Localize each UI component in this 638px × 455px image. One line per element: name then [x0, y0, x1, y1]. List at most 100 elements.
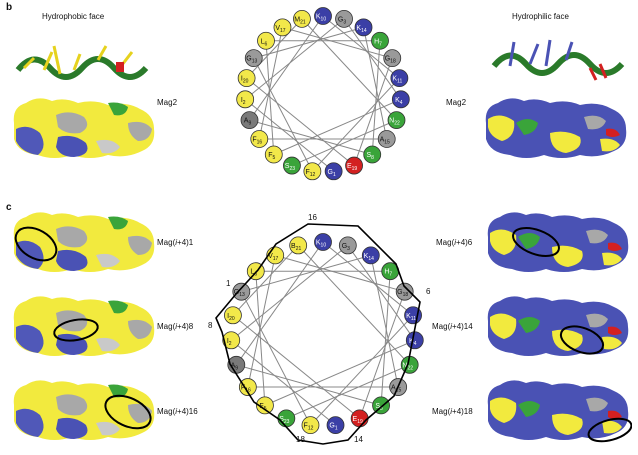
wheel-connector — [286, 364, 410, 419]
staple-label-18: 18 — [296, 435, 305, 444]
hydrophilic-face-title: Hydrophilic face — [512, 12, 569, 21]
wheel-residue-G13: G13 — [244, 49, 263, 68]
variant-label-right-3: Mag(i+4)18 — [432, 407, 473, 416]
wheel-residue-G1: G1 — [324, 162, 343, 181]
surface-variant-right-3 — [487, 380, 632, 443]
wheel-connector — [236, 364, 382, 406]
wheel-residue-E19: E19 — [345, 156, 363, 175]
wheel-connector — [282, 26, 393, 59]
wheel-residue-F12: F12 — [303, 162, 322, 181]
wheel-connector — [246, 77, 355, 166]
svg-text:A9: A9 — [244, 118, 252, 127]
svg-text:G3: G3 — [338, 16, 346, 25]
wheel-residue-G3: G3 — [338, 236, 357, 255]
wheel-connector — [253, 26, 364, 59]
svg-text:V17: V17 — [275, 25, 285, 34]
variant-label-right-2: Mag(i+4)14 — [432, 322, 473, 331]
staple-label-1: 1 — [226, 279, 231, 288]
surface-variant-left-1 — [13, 212, 155, 272]
wheel-residue-V17: V17 — [273, 18, 292, 37]
wheel-residue-I20: I20 — [237, 69, 256, 88]
svg-text:G13: G13 — [234, 289, 245, 298]
variant-label-right-1: Mag(i+4)6 — [436, 238, 473, 247]
wheel-residue-E19: E19 — [350, 409, 369, 428]
svg-text:B21: B21 — [291, 243, 301, 252]
wheel-connector — [249, 15, 324, 121]
wheel-connector — [343, 18, 402, 100]
svg-text:F5: F5 — [268, 152, 275, 161]
svg-text:S23: S23 — [279, 416, 289, 425]
staple-label-8: 8 — [208, 321, 213, 330]
wheel-residue-I20: I20 — [224, 306, 242, 325]
helix-stick-left — [15, 45, 149, 80]
panel-b-label: b — [6, 2, 13, 13]
wheel-residue-F12: F12 — [301, 416, 320, 435]
svg-text:G3: G3 — [342, 243, 350, 252]
wheel-connector — [370, 255, 399, 388]
wheel-connector — [232, 245, 299, 316]
svg-text:L6: L6 — [261, 38, 268, 47]
wheel-connector — [301, 18, 397, 121]
wheel-residue-S8: S8 — [363, 145, 382, 164]
wheel-residue-K14: K14 — [354, 18, 373, 37]
svg-text:F12: F12 — [304, 423, 314, 432]
wheel-connector — [363, 27, 388, 140]
svg-text:I20: I20 — [241, 76, 249, 85]
wheel-residue-N22: N22 — [387, 111, 406, 130]
svg-text:S8: S8 — [366, 152, 374, 161]
svg-text:S23: S23 — [285, 163, 295, 172]
wheel-residue-G18: G18 — [395, 282, 414, 301]
wheel-connector — [235, 241, 324, 366]
svg-text:F12: F12 — [305, 169, 315, 178]
svg-text:I20: I20 — [227, 313, 235, 322]
wheel-connector — [246, 18, 303, 79]
mag2-label-right: Mag2 — [446, 98, 467, 107]
wheel-residue-A9: A9 — [240, 111, 259, 130]
wheel-residue-G18: G18 — [383, 49, 402, 68]
wheel-residue-V17: V17 — [266, 246, 285, 265]
svg-text:E19: E19 — [353, 416, 363, 425]
svg-text:V17: V17 — [268, 253, 278, 262]
variant-label-left-2: Mag(i+4)8 — [157, 322, 194, 331]
wheel-residue-G13: G13 — [232, 282, 251, 301]
svg-text:I2: I2 — [227, 338, 232, 347]
wheel-residue-K11: K11 — [390, 69, 409, 88]
svg-text:L6: L6 — [250, 269, 257, 278]
variant-label-left-1: Mag(i+4)1 — [157, 238, 194, 247]
wheel-residue-L6: L6 — [257, 31, 275, 50]
wheel-residue-A15: A15 — [377, 130, 396, 148]
svg-text:H7: H7 — [384, 269, 392, 278]
wheel-residue-S8: S8 — [372, 396, 390, 415]
wheel-residue-S23: S23 — [277, 409, 296, 428]
svg-text:G1: G1 — [328, 169, 336, 178]
svg-text:A9: A9 — [231, 362, 239, 371]
wheel-connector — [275, 254, 405, 293]
panel-c-label: c — [6, 202, 12, 213]
wheel-residue-K10: K10 — [314, 233, 332, 251]
wheel-residue-K4: K4 — [405, 331, 424, 350]
wheel-connector — [258, 27, 283, 140]
wheel-connector — [264, 339, 415, 406]
wheel-connector — [353, 57, 393, 166]
hydrophobic-face-title: Hydrophobic face — [42, 12, 105, 21]
surface-variant-left-3 — [13, 380, 155, 440]
svg-text:S8: S8 — [375, 403, 383, 412]
surface-mag2-left — [8, 92, 158, 164]
wheel-residue-K4: K4 — [391, 90, 410, 109]
wheel-residue-I2: I2 — [222, 331, 241, 350]
surface-mag2-right — [480, 92, 630, 164]
svg-text:G18: G18 — [397, 289, 408, 298]
wheel-connector — [240, 291, 311, 426]
wheel-connector — [244, 18, 345, 100]
wheel-connector — [255, 271, 266, 406]
wheel-connector — [244, 98, 334, 172]
wheel-residue-F5: F5 — [264, 145, 283, 164]
svg-text:H7: H7 — [374, 38, 382, 47]
svg-text:K10: K10 — [316, 14, 326, 23]
svg-text:A15: A15 — [380, 136, 390, 145]
svg-text:N22: N22 — [389, 118, 400, 127]
surface-variant-right-1 — [487, 212, 629, 272]
staple-label-16: 16 — [308, 214, 317, 222]
wheel-connector — [230, 245, 349, 341]
